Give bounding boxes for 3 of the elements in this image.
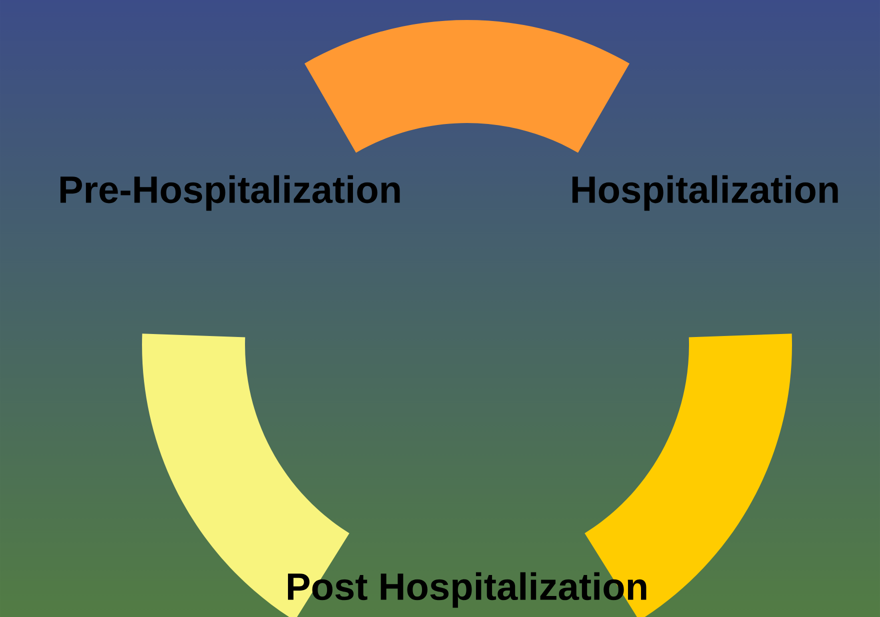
stage-label: Pre-Hospitalization [60,175,400,211]
stage-label: Hospitalization [572,175,838,211]
arc-segment [304,20,630,153]
